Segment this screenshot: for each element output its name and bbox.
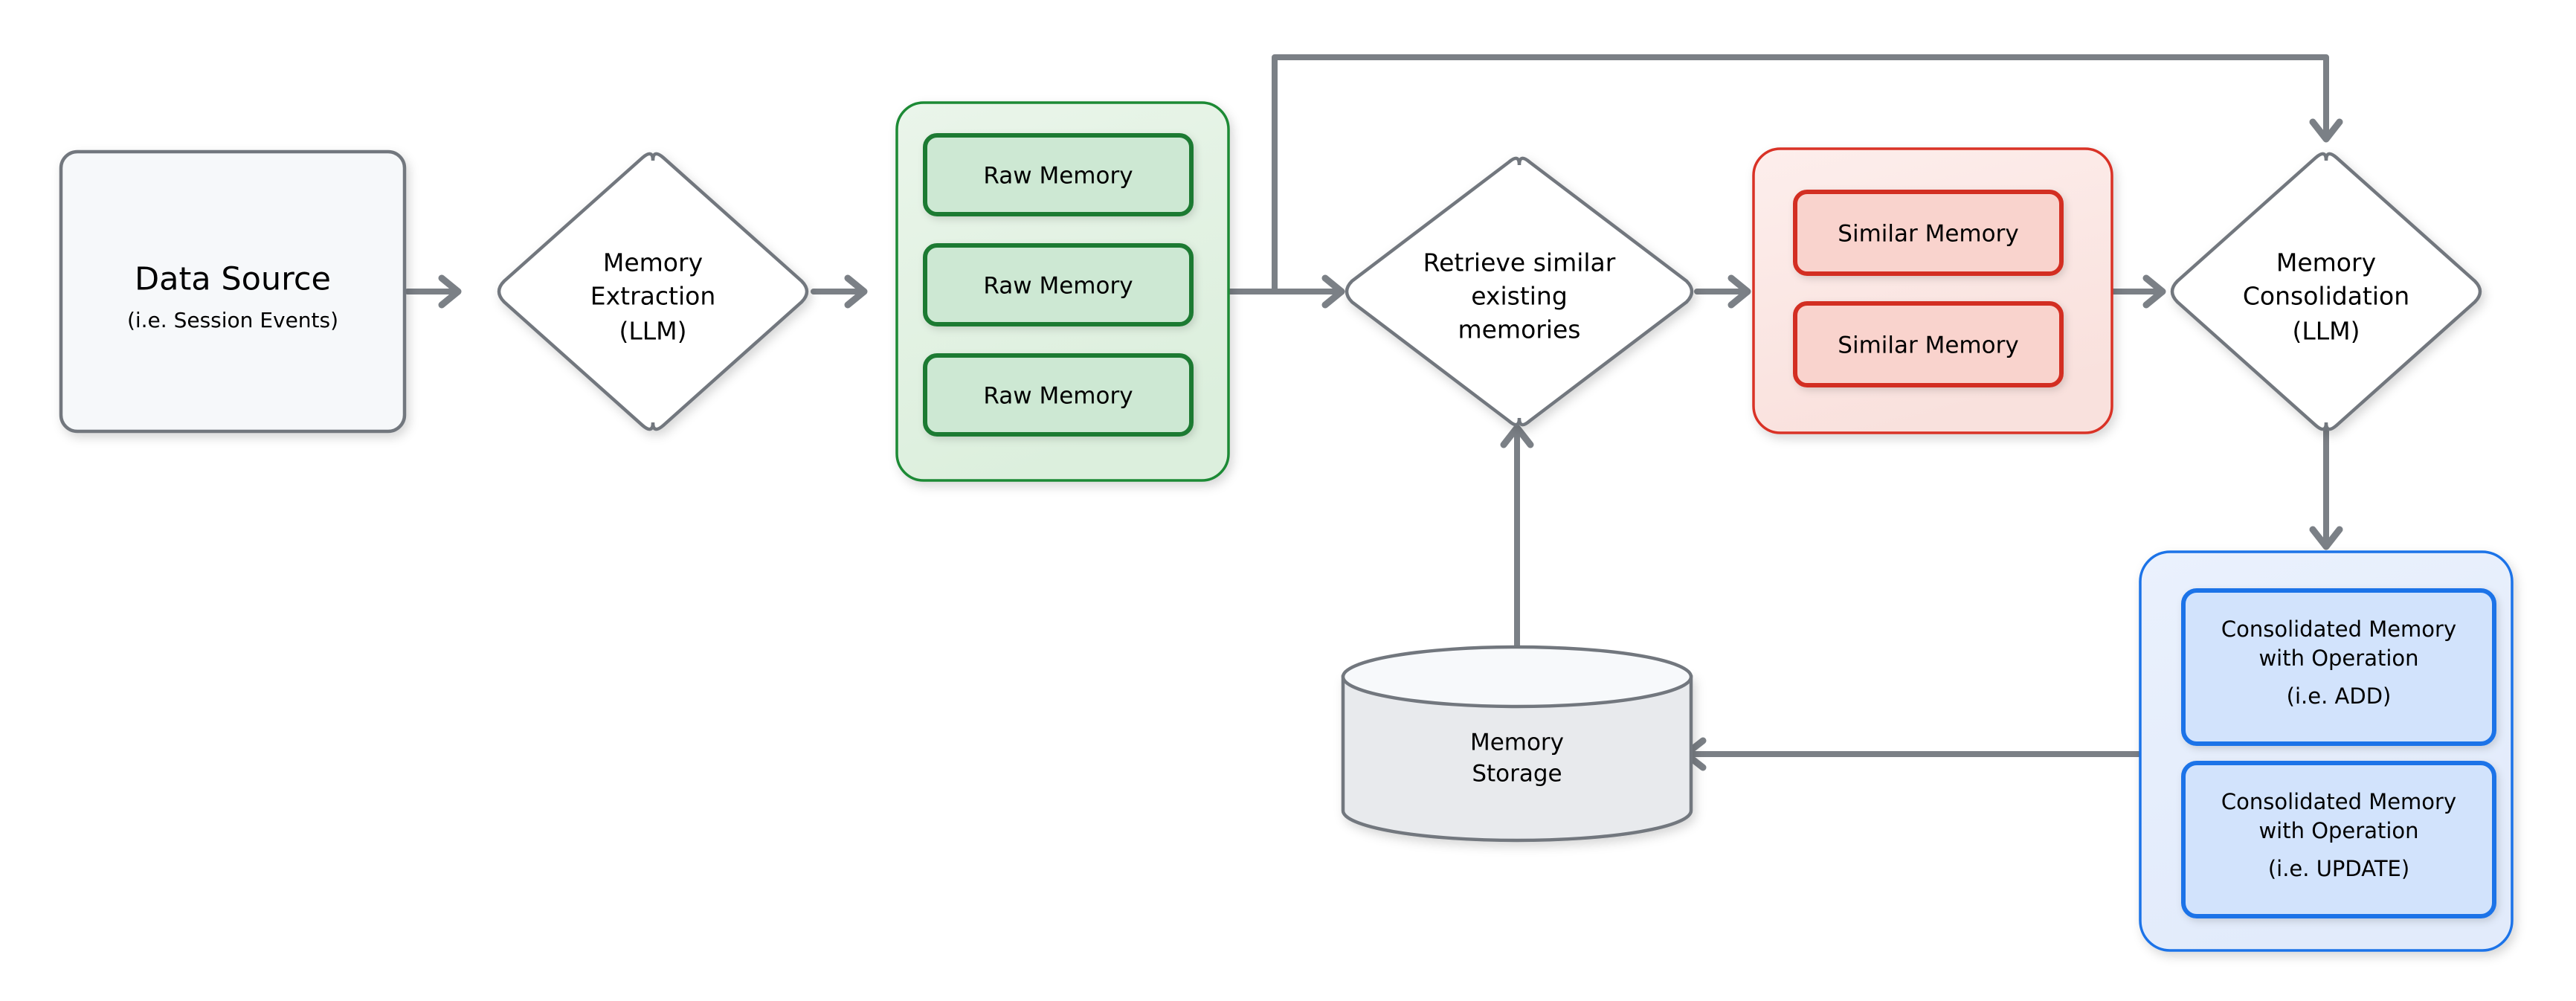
similar-memory-chip-2[interactable] [1793, 301, 2064, 387]
retrieve-similar-line3: memories [1458, 315, 1580, 344]
memory-storage-cylinder-body[interactable] [1341, 675, 1693, 843]
consolidated-memory-chip-add[interactable] [2181, 588, 2496, 746]
consolidated-memory-add-line1: Consolidated Memory [2221, 617, 2456, 642]
retrieve-similar-line1: Retrieve similar [1423, 248, 1616, 277]
group-consolidated-memory[interactable]: Consolidated Memory with Operation (i.e.… [2139, 550, 2514, 952]
edge-memory-consolidation-to-consolidated-memory [2309, 421, 2343, 550]
consolidated-memory-add-line2: with Operation [2258, 646, 2418, 671]
memory-storage-line1: Memory [1470, 730, 1564, 756]
memory-consolidation-line1: Memory [2276, 248, 2376, 277]
raw-memory-chip-1-label: Raw Memory [983, 163, 1133, 190]
node-retrieve-similar[interactable]: Retrieve similar existing memories [1345, 156, 1694, 427]
raw-memory-chip-2[interactable] [923, 243, 1194, 326]
raw-memory-chip-1[interactable] [923, 133, 1194, 216]
edge-memory-storage-to-retrieve-similar [1500, 424, 1534, 672]
similar-memory-chip-1[interactable] [1793, 190, 2064, 276]
consolidated-memory-add-line3: (i.e. ADD) [2287, 683, 2392, 709]
memory-extraction-line2: Extraction [590, 282, 715, 311]
edge-similar-memory-to-memory-consolidation [2109, 274, 2166, 309]
memory-consolidation-line3: (LLM) [2293, 317, 2360, 346]
retrieve-similar-line2: existing [1471, 282, 1568, 311]
memory-consolidation-shape[interactable] [2170, 152, 2482, 431]
memory-storage-cylinder-top [1341, 645, 1693, 709]
edge-raw-memory-to-retrieve-similar [1226, 274, 1345, 309]
data-source-box[interactable] [59, 149, 407, 434]
data-source-title: Data Source [135, 261, 331, 298]
consolidated-memory-chip-update[interactable] [2181, 761, 2496, 918]
memory-extraction-shape[interactable] [497, 152, 809, 431]
memory-consolidation-line2: Consolidation [2243, 282, 2409, 311]
group-similar-memory[interactable]: Similar Memory Similar Memory [1752, 147, 2113, 434]
raw-memory-chip-3-label: Raw Memory [983, 383, 1133, 410]
edge-consolidated-memory-to-memory-storage [1682, 737, 2143, 771]
node-memory-extraction[interactable]: Memory Extraction (LLM) [497, 152, 809, 431]
edge-retrieve-similar-to-similar-memory [1694, 274, 1751, 309]
node-data-source[interactable]: Data Source (i.e. Session Events) [59, 149, 407, 434]
node-memory-storage[interactable]: Memory Storage [1341, 645, 1693, 843]
consolidated-memory-update-line3: (i.e. UPDATE) [2268, 856, 2409, 881]
consolidated-memory-update-line1: Consolidated Memory [2221, 789, 2456, 814]
retrieve-similar-shape[interactable] [1345, 156, 1694, 427]
raw-memory-chip-2-label: Raw Memory [983, 273, 1133, 300]
raw-memory-chip-3[interactable] [923, 353, 1194, 437]
data-source-subtitle: (i.e. Session Events) [127, 308, 338, 332]
group-raw-memory[interactable]: Raw Memory Raw Memory Raw Memory [895, 101, 1230, 482]
similar-memory-chip-1-label: Similar Memory [1838, 221, 2018, 248]
edge-raw-memory-feedback-to-memory-consolidation [1272, 54, 2343, 294]
memory-extraction-line1: Memory [603, 248, 703, 277]
edge-data-source-to-memory-extraction [405, 274, 462, 309]
memory-storage-line2: Storage [1472, 761, 1562, 788]
memory-extraction-line3: (LLM) [619, 317, 687, 346]
node-memory-consolidation[interactable]: Memory Consolidation (LLM) [2170, 152, 2482, 431]
edge-memory-extraction-to-raw-memory [811, 274, 868, 309]
similar-memory-chip-2-label: Similar Memory [1838, 332, 2018, 359]
consolidated-memory-update-line2: with Operation [2258, 818, 2418, 843]
